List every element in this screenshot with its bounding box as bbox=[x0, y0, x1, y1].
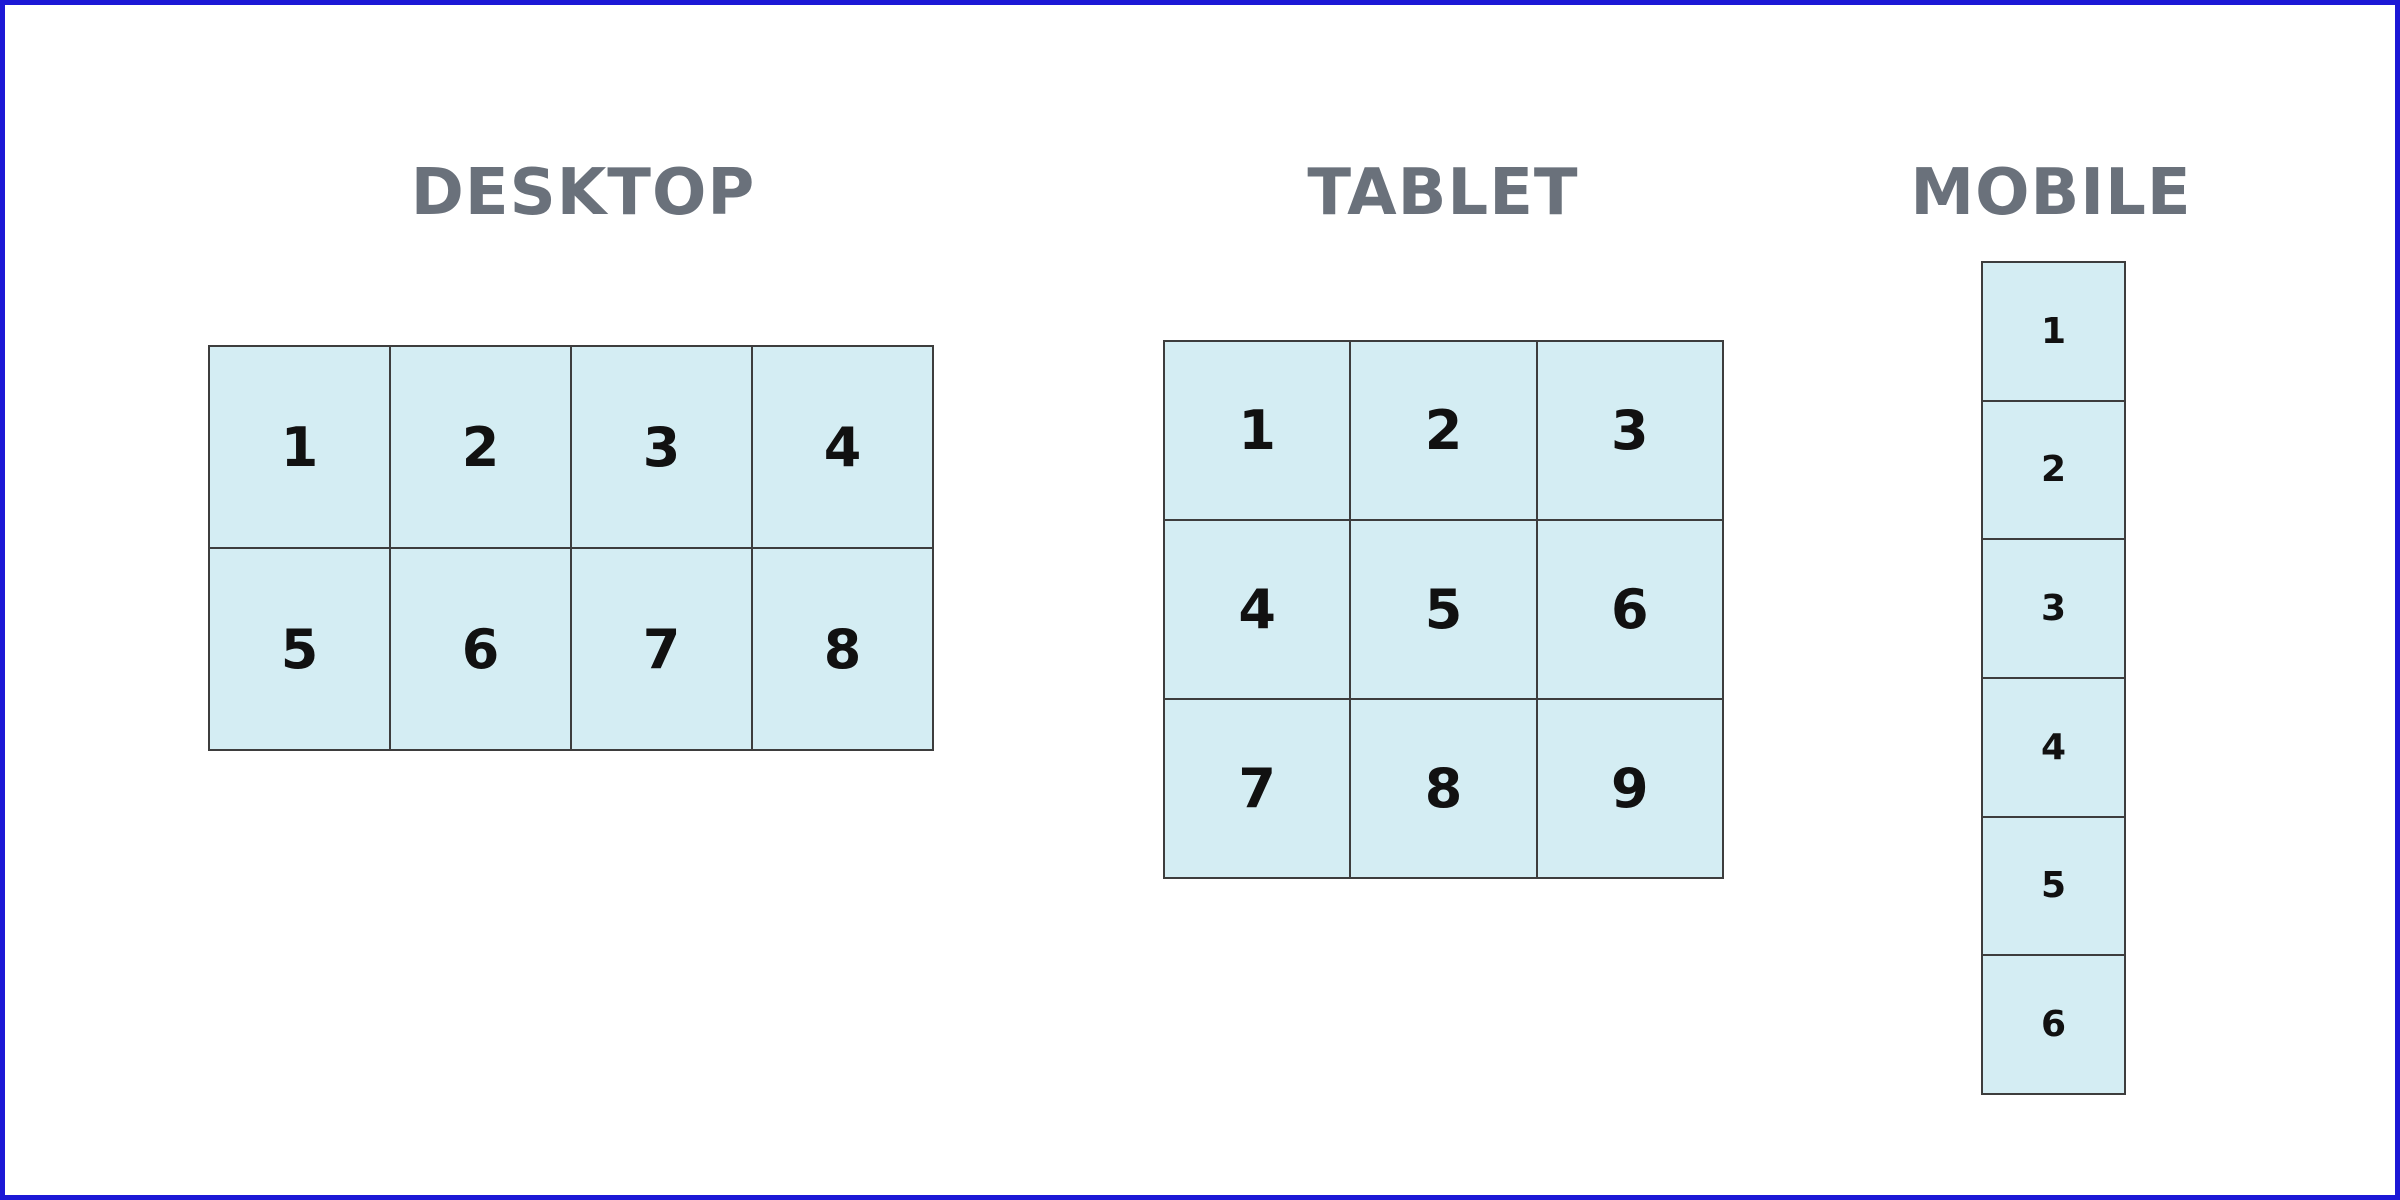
tablet-cell: 3 bbox=[1537, 342, 1722, 519]
desktop-heading: DESKTOP bbox=[410, 156, 756, 230]
desktop-cell: 2 bbox=[391, 347, 570, 547]
desktop-cell: 1 bbox=[210, 347, 389, 547]
mobile-grid: 1 2 3 4 5 6 bbox=[1981, 261, 2126, 1095]
mobile-cell: 2 bbox=[1983, 401, 2124, 539]
mobile-cell: 5 bbox=[1983, 817, 2124, 955]
tablet-cell: 8 bbox=[1351, 700, 1536, 877]
tablet-cell: 2 bbox=[1351, 342, 1536, 519]
desktop-cell: 6 bbox=[391, 549, 570, 749]
desktop-cell: 8 bbox=[753, 549, 932, 749]
desktop-cell: 5 bbox=[210, 549, 389, 749]
tablet-cell: 6 bbox=[1537, 521, 1722, 698]
desktop-cell: 4 bbox=[753, 347, 932, 547]
mobile-cell: 1 bbox=[1983, 263, 2124, 400]
tablet-cell: 5 bbox=[1351, 521, 1536, 698]
mobile-cell: 4 bbox=[1983, 679, 2124, 816]
tablet-cell: 9 bbox=[1537, 700, 1722, 877]
mobile-cell: 3 bbox=[1983, 540, 2124, 677]
tablet-grid: 1 2 3 4 5 6 7 8 9 bbox=[1163, 340, 1724, 879]
tablet-cell: 1 bbox=[1165, 342, 1350, 519]
mobile-cell: 6 bbox=[1983, 956, 2124, 1093]
desktop-cell: 7 bbox=[572, 549, 751, 749]
desktop-grid: 1 2 3 4 5 6 7 8 bbox=[208, 345, 934, 751]
tablet-cell: 4 bbox=[1165, 521, 1350, 698]
tablet-heading: TABLET bbox=[1307, 156, 1579, 230]
desktop-cell: 3 bbox=[572, 347, 751, 547]
tablet-cell: 7 bbox=[1165, 700, 1350, 877]
mobile-heading: MOBILE bbox=[1910, 156, 2192, 230]
